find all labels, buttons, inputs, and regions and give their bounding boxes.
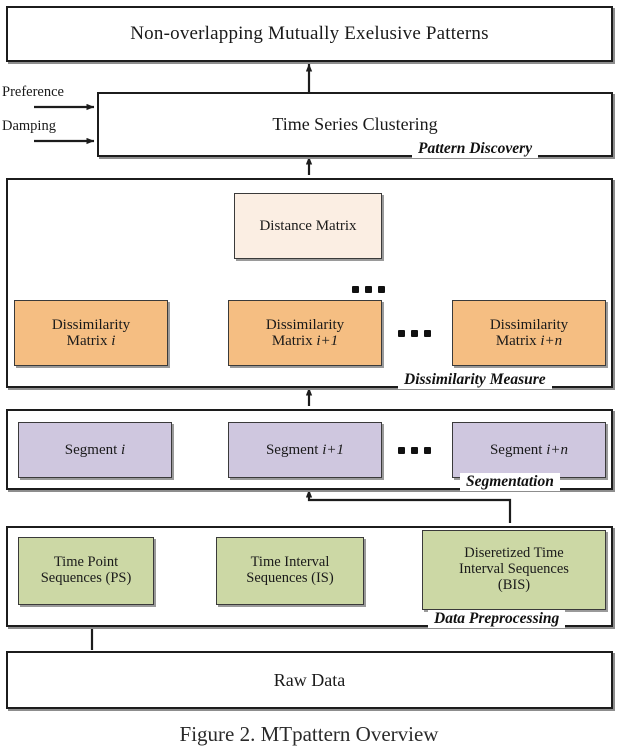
time-series-clustering-label: Time Series Clustering: [272, 114, 438, 134]
distance-matrix-label: Distance Matrix: [259, 217, 357, 234]
dissimilarity-matrix-1-index: i: [111, 333, 116, 349]
input-label-preference: Preference: [2, 84, 64, 100]
time-series-clustering-node: Time Series Clustering: [97, 92, 613, 157]
stage-label-segmentation: Segmentation: [460, 473, 560, 491]
segment-1-index: i: [121, 441, 126, 458]
dissimilarity-matrix-2-node: Dissimilarity Matrix i+1: [228, 300, 382, 366]
segment-2-node: Segment i+1: [228, 422, 382, 478]
discretized-interval-sequences-line3: (BIS): [497, 576, 531, 593]
discretized-interval-sequences-line2: Interval Sequences: [459, 561, 569, 578]
raw-data-label: Raw Data: [273, 669, 346, 690]
dissimilarity-matrix-3-line1: Dissimilarity: [489, 316, 569, 333]
stage-label-dissimilarity-measure: Dissimilarity Measure: [398, 371, 552, 389]
time-interval-sequences-line1: Time Interval: [250, 554, 330, 571]
dissimilarity-matrix-2-line2: Matrix: [271, 333, 317, 349]
dissimilarity-matrix-1-node: Dissimilarity Matrix i: [14, 300, 168, 366]
dissimilarity-matrix-1-line2: Matrix: [66, 333, 112, 349]
time-point-sequences-line1: Time Point: [53, 554, 119, 571]
output-patterns-label: Non-overlapping Mutually Exelusive Patte…: [130, 23, 489, 45]
dissimilarity-matrix-2-line1: Dissimilarity: [265, 316, 345, 333]
discretized-interval-sequences-node: Diseretized Time Interval Sequences (BIS…: [422, 530, 606, 610]
arrow-bis-to-segmentation: [305, 489, 512, 523]
dissimilarity-matrix-3-index: i+n: [540, 333, 563, 349]
segment-1-node: Segment i: [18, 422, 172, 478]
figure-caption: Figure 2. MTpattern Overview: [179, 722, 439, 746]
input-label-damping: Damping: [2, 118, 56, 134]
time-point-sequences-line2: Sequences (PS): [40, 570, 132, 586]
segment-3-index: i+n: [546, 441, 569, 458]
segment-3-node: Segment i+n: [452, 422, 606, 478]
dissimilarity-matrix-1-line1: Dissimilarity: [51, 316, 131, 333]
time-interval-sequences-node: Time Interval Sequences (IS): [216, 537, 364, 605]
distance-matrix-node: Distance Matrix: [234, 193, 382, 259]
discretized-interval-sequences-line1: Diseretized Time: [464, 545, 564, 562]
ellipsis-distance-fanin: [352, 286, 385, 293]
segment-3-prefix: Segment: [489, 441, 547, 458]
segment-2-index: i+1: [322, 441, 345, 458]
raw-data-box: Raw Data: [6, 651, 613, 709]
stage-label-data-preprocessing: Data Preprocessing: [428, 610, 566, 628]
dissimilarity-matrix-3-node: Dissimilarity Matrix i+n: [452, 300, 606, 366]
ellipsis-dissimilarity-row: [398, 330, 431, 337]
segment-1-prefix: Segment: [64, 441, 122, 458]
dissimilarity-matrix-3-line2: Matrix: [495, 333, 541, 349]
dissimilarity-matrix-2-index: i+1: [316, 333, 339, 349]
time-interval-sequences-line2: Sequences (IS): [246, 570, 334, 586]
time-point-sequences-node: Time Point Sequences (PS): [18, 537, 154, 605]
output-patterns-box: Non-overlapping Mutually Exelusive Patte…: [6, 6, 613, 62]
stage-label-pattern-discovery: Pattern Discovery: [412, 140, 539, 158]
segment-2-prefix: Segment: [265, 441, 323, 458]
ellipsis-segment-row: [398, 447, 431, 454]
